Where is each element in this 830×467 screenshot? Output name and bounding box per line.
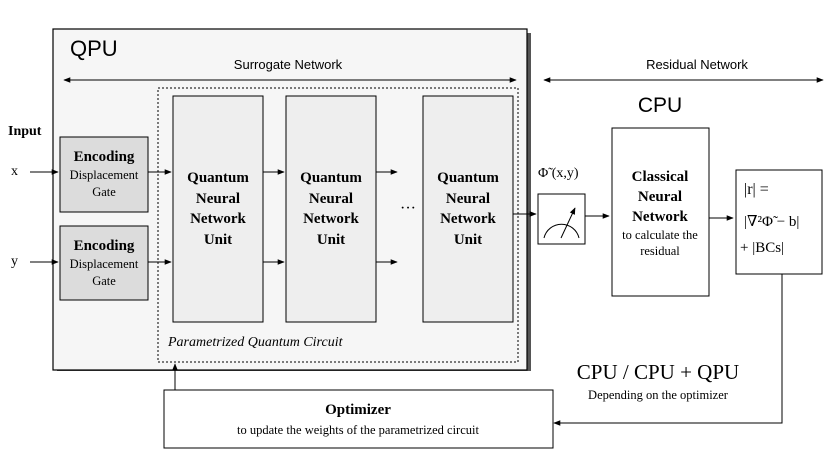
residual-formula-line3: + |BCs| <box>740 240 785 256</box>
cpu-qpu-title: CPU / CPU + QPU <box>576 360 740 384</box>
ellipsis: ··· <box>400 200 416 217</box>
encoding-y-subtitle: Displacement Gate <box>69 257 139 288</box>
qnn-unit-box-2 <box>285 95 377 323</box>
optimizer-title: Optimizer <box>325 402 391 418</box>
cpu-qpu-subtitle: Depending on the optimizer <box>588 388 728 402</box>
qnn-unit-box-1 <box>172 95 264 323</box>
residual-formula-line1: |r| = <box>744 181 769 198</box>
classical-nn-block: Classical Neural Network to calculate th… <box>612 167 708 259</box>
optimizer-subtitle: to update the weights of the parametrize… <box>237 423 479 437</box>
measurement-box <box>537 193 586 245</box>
input-x-label: x <box>11 164 18 179</box>
qnn-unit-label-2: Quantum Neural Network Unit <box>300 170 362 248</box>
measurement-dial-icon <box>543 223 580 239</box>
classical-nn-title: Classical Neural Network <box>631 169 689 225</box>
parametrized-circuit-box <box>157 87 519 363</box>
cpu-title: CPU <box>637 94 683 117</box>
circuit-label: Parametrized Quantum Circuit <box>168 335 343 350</box>
encoding-y-block: Encoding Displacement Gate <box>60 236 148 290</box>
qnn-unit-box-3 <box>422 95 514 323</box>
residual-formula-line2: |∇²Φ̃ − b| <box>744 214 800 230</box>
classical-nn-box <box>611 127 710 297</box>
residual-network-label: Residual Network <box>646 57 748 72</box>
phi-output-label: Φ̃ (x,y) <box>538 166 579 181</box>
encoding-x-title: Encoding <box>73 149 135 165</box>
encoding-x-block: Encoding Displacement Gate <box>60 147 148 201</box>
encoding-y-title: Encoding <box>73 238 135 254</box>
residual-feedback-line <box>555 274 783 424</box>
qnn-unit-label-1: Quantum Neural Network Unit <box>187 170 249 248</box>
residual-formula-box <box>735 169 823 275</box>
input-label: Input <box>8 124 42 139</box>
encoding-box-x <box>59 136 149 213</box>
qpu-title: QPU <box>70 36 118 61</box>
measurement-needle-icon <box>560 207 576 239</box>
encoding-box-y <box>59 225 149 301</box>
encoding-x-subtitle: Displacement Gate <box>69 168 139 199</box>
qnn-unit-label-3: Quantum Neural Network Unit <box>437 170 499 248</box>
classical-nn-subtitle: to calculate the residual <box>622 228 698 258</box>
surrogate-network-label: Surrogate Network <box>233 57 343 72</box>
optimizer-box <box>163 389 554 449</box>
input-y-label: y <box>11 254 18 269</box>
